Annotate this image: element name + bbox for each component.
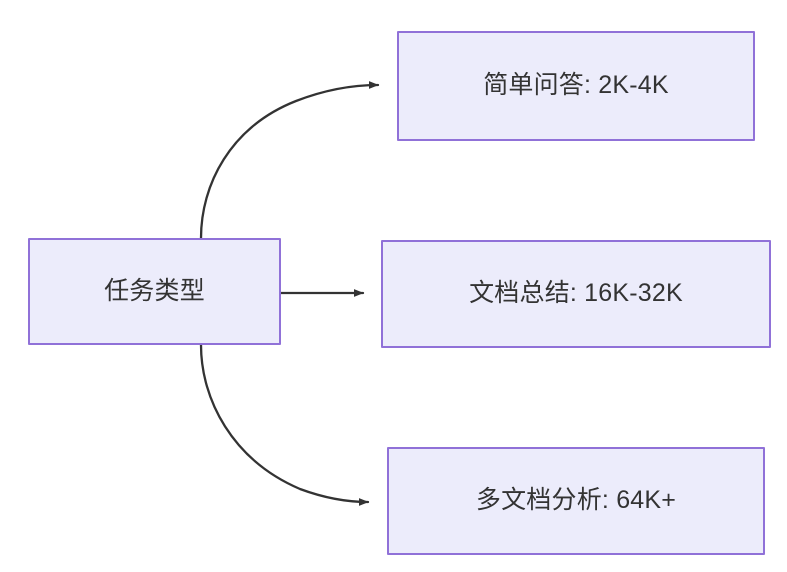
node-multi-doc[interactable]: 多文档分析: 64K+ [387,447,765,555]
edge-root-to-simple-qa [199,81,380,240]
node-multi-doc-label: 多文档分析: 64K+ [475,486,677,515]
node-doc-summary[interactable]: 文档总结: 16K-32K [381,240,771,348]
node-simple-qa-label: 简单问答: 2K-4K [483,71,669,100]
node-doc-summary-label: 文档总结: 16K-32K [469,279,683,308]
node-simple-qa[interactable]: 简单问答: 2K-4K [397,31,755,141]
node-task-type[interactable]: 任务类型 [28,238,281,345]
edge-root-to-multi-doc [199,343,370,506]
node-task-type-label: 任务类型 [104,276,205,305]
